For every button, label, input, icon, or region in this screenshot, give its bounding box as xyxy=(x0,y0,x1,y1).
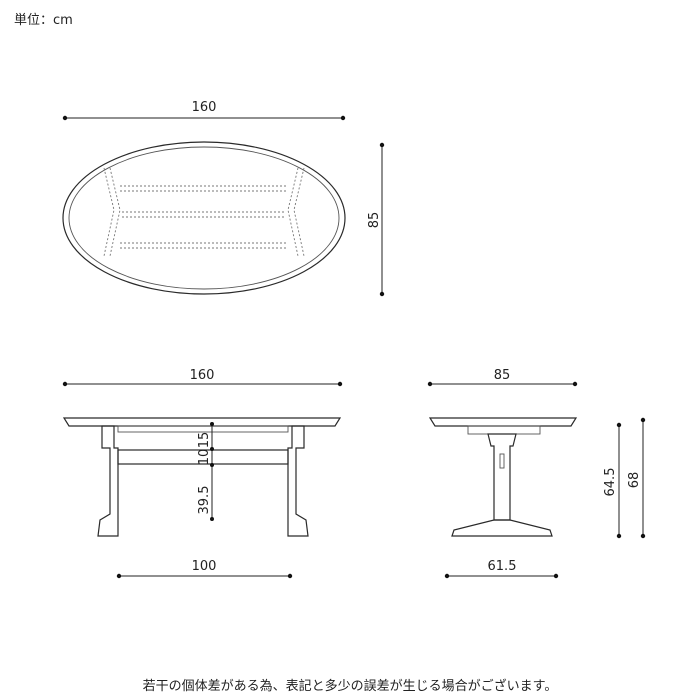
top-view: 160 85 xyxy=(62,100,385,297)
side-column xyxy=(487,433,517,521)
front-foot-width-label: 100 xyxy=(192,559,217,574)
side-foot-width-label: 61.5 xyxy=(488,559,517,574)
front-tabletop xyxy=(62,417,342,427)
side-column-bolt xyxy=(499,453,505,469)
side-base xyxy=(451,519,553,537)
table-top-inner-edge xyxy=(68,146,340,290)
side-height-dimension-68: 68 xyxy=(627,417,646,539)
front-dim-15-label: 15 xyxy=(197,432,212,449)
front-dim-10-label: 10 xyxy=(197,449,212,466)
side-view: 85 64.5 68 61.5 xyxy=(427,368,646,579)
side-foot-width-dimension: 61.5 xyxy=(444,559,559,579)
side-apron xyxy=(467,425,541,435)
front-stretcher xyxy=(117,449,289,465)
top-width-label: 160 xyxy=(192,100,217,115)
footer-note: 若干の個体差がある為、表記と多少の誤差が生じる場合がございます。 xyxy=(143,678,558,694)
side-width-label: 85 xyxy=(494,368,511,383)
front-right-leg xyxy=(287,425,309,537)
top-depth-dimension: 85 xyxy=(367,142,385,297)
underside-frame xyxy=(103,167,305,257)
front-width-dimension: 160 xyxy=(62,368,343,387)
front-left-leg xyxy=(97,425,119,537)
side-height-dimension-64-5: 64.5 xyxy=(603,422,622,539)
side-width-dimension: 85 xyxy=(427,368,578,387)
front-apron xyxy=(117,425,289,433)
front-vertical-dimension: 15 10 39.5 xyxy=(197,422,214,521)
table-top-outline xyxy=(62,141,346,295)
top-width-dimension: 160 xyxy=(62,100,346,121)
unit-label: 単位：cm xyxy=(14,12,73,28)
front-width-label: 160 xyxy=(190,368,215,383)
top-depth-label: 85 xyxy=(367,212,382,229)
side-dim-68-label: 68 xyxy=(627,472,642,489)
side-dim-64-5-label: 64.5 xyxy=(603,468,618,497)
front-view: 160 15 10 39.5 100 xyxy=(62,368,343,579)
front-foot-width-dimension: 100 xyxy=(116,559,293,579)
front-dim-39-5-label: 39.5 xyxy=(197,486,212,515)
side-tabletop xyxy=(428,417,578,427)
